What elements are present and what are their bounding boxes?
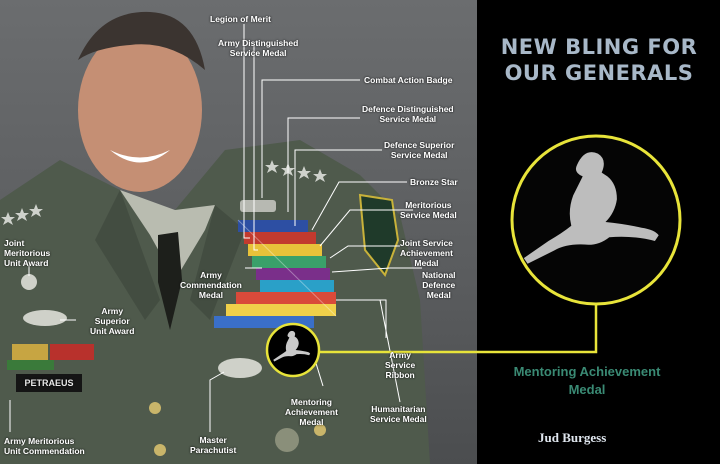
medal-caption: Mentoring Achievement Medal	[487, 363, 687, 399]
pointer-lines	[9, 24, 422, 432]
superior-unit-award	[23, 310, 67, 326]
parachutist-badge	[218, 358, 262, 378]
unit-award-1	[12, 344, 48, 360]
caption-line1: Mentoring Achievement	[513, 364, 661, 379]
unit-patch	[358, 193, 400, 278]
caption-line2: Medal	[568, 382, 606, 397]
shoulder-stars-left	[1, 204, 43, 225]
label-combat-action-badge: Combat Action Badge	[364, 75, 453, 85]
nametag-text: PETRAEUS	[24, 378, 74, 388]
mudflap-silhouette-small	[273, 330, 311, 362]
connector-line	[319, 290, 598, 354]
face	[78, 28, 202, 192]
headline-line1: NEW BLING FOR	[500, 35, 698, 59]
unit-award-2	[50, 344, 94, 360]
label-bronze-star: Bronze Star	[410, 177, 458, 187]
artist-credit: Jud Burgess	[538, 430, 607, 445]
joint-meritorious-badge	[21, 274, 37, 290]
mudflap-silhouette-large	[523, 152, 659, 264]
headline: NEW BLING FOR OUR GENERALS	[482, 34, 716, 86]
combat-action-badge	[240, 200, 276, 212]
headline-line2: OUR GENERALS	[504, 61, 694, 85]
tie	[158, 232, 182, 330]
hair	[78, 11, 205, 70]
nametag	[16, 374, 82, 392]
label-legion-of-merit: Legion of Merit	[210, 14, 271, 24]
ribbon-rack	[214, 219, 337, 328]
